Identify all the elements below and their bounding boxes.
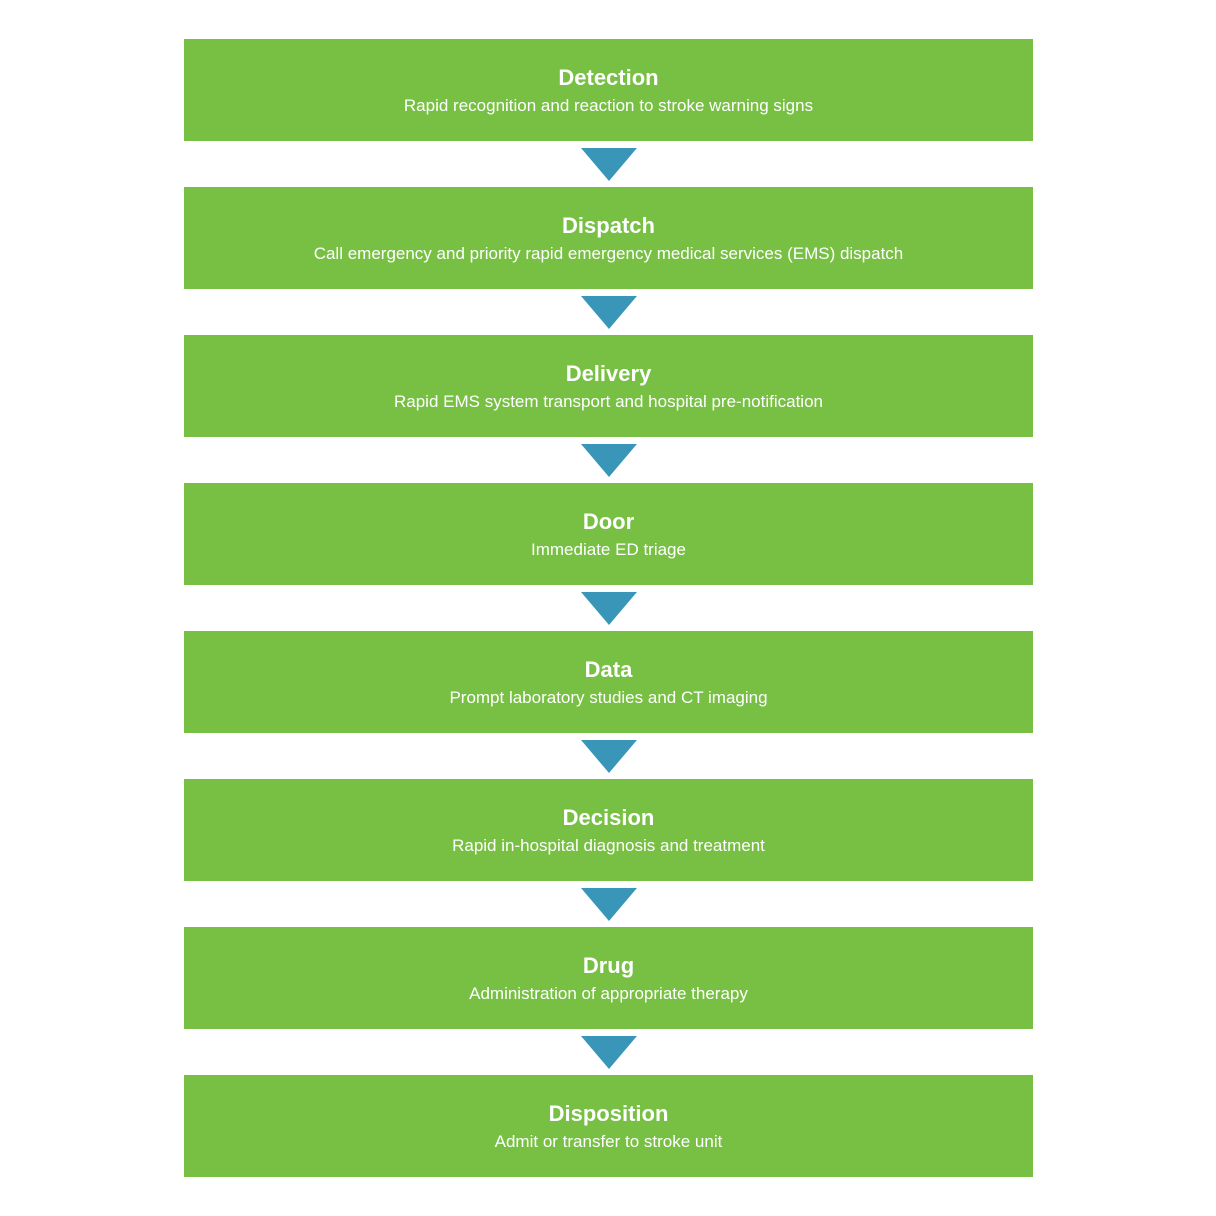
flowchart-step: Drug Administration of appropriate thera… — [184, 927, 1033, 1075]
arrow-slot — [184, 585, 1033, 631]
arrow-slot — [184, 733, 1033, 779]
step-title: Decision — [562, 804, 655, 830]
step-description: Call emergency and priority rapid emerge… — [313, 243, 904, 263]
flowchart-steps: Detection Rapid recognition and reaction… — [184, 39, 1033, 1177]
step-box: Drug Administration of appropriate thera… — [184, 927, 1033, 1029]
flowchart-step: Delivery Rapid EMS system transport and … — [184, 335, 1033, 483]
step-box: Disposition Admit or transfer to stroke … — [184, 1075, 1033, 1177]
down-arrow-icon — [580, 887, 637, 921]
flowchart-step: Detection Rapid recognition and reaction… — [184, 39, 1033, 187]
flowchart-step: Dispatch Call emergency and priority rap… — [184, 187, 1033, 335]
step-description: Rapid recognition and reaction to stroke… — [403, 95, 814, 115]
flowchart-step: Decision Rapid in-hospital diagnosis and… — [184, 779, 1033, 927]
down-arrow-icon — [580, 1035, 637, 1069]
flowchart-step: Disposition Admit or transfer to stroke … — [184, 1075, 1033, 1177]
step-description: Admit or transfer to stroke unit — [494, 1131, 723, 1151]
step-title: Detection — [558, 64, 659, 90]
step-description: Rapid in-hospital diagnosis and treatmen… — [452, 835, 765, 855]
step-title: Disposition — [548, 1100, 669, 1126]
step-box: Data Prompt laboratory studies and CT im… — [184, 631, 1033, 733]
step-title: Data — [584, 656, 633, 682]
step-title: Drug — [582, 952, 635, 978]
flowchart-step: Door Immediate ED triage — [184, 483, 1033, 631]
step-box: Detection Rapid recognition and reaction… — [184, 39, 1033, 141]
step-title: Door — [582, 508, 635, 534]
step-box: Dispatch Call emergency and priority rap… — [184, 187, 1033, 289]
down-arrow-icon — [580, 443, 637, 477]
arrow-slot — [184, 289, 1033, 335]
down-arrow-icon — [580, 147, 637, 181]
step-description: Administration of appropriate therapy — [469, 983, 748, 1003]
arrow-slot — [184, 437, 1033, 483]
step-title: Delivery — [565, 360, 652, 386]
down-arrow-icon — [580, 591, 637, 625]
flowchart-step: Data Prompt laboratory studies and CT im… — [184, 631, 1033, 779]
down-arrow-icon — [580, 295, 637, 329]
step-description: Immediate ED triage — [531, 539, 686, 559]
arrow-slot — [184, 1029, 1033, 1075]
arrow-slot — [184, 881, 1033, 927]
step-title: Dispatch — [562, 212, 655, 238]
step-box: Door Immediate ED triage — [184, 483, 1033, 585]
step-description: Rapid EMS system transport and hospital … — [394, 391, 823, 411]
step-box: Decision Rapid in-hospital diagnosis and… — [184, 779, 1033, 881]
arrow-slot — [184, 141, 1033, 187]
step-description: Prompt laboratory studies and CT imaging — [449, 687, 768, 707]
down-arrow-icon — [580, 739, 637, 773]
step-box: Delivery Rapid EMS system transport and … — [184, 335, 1033, 437]
